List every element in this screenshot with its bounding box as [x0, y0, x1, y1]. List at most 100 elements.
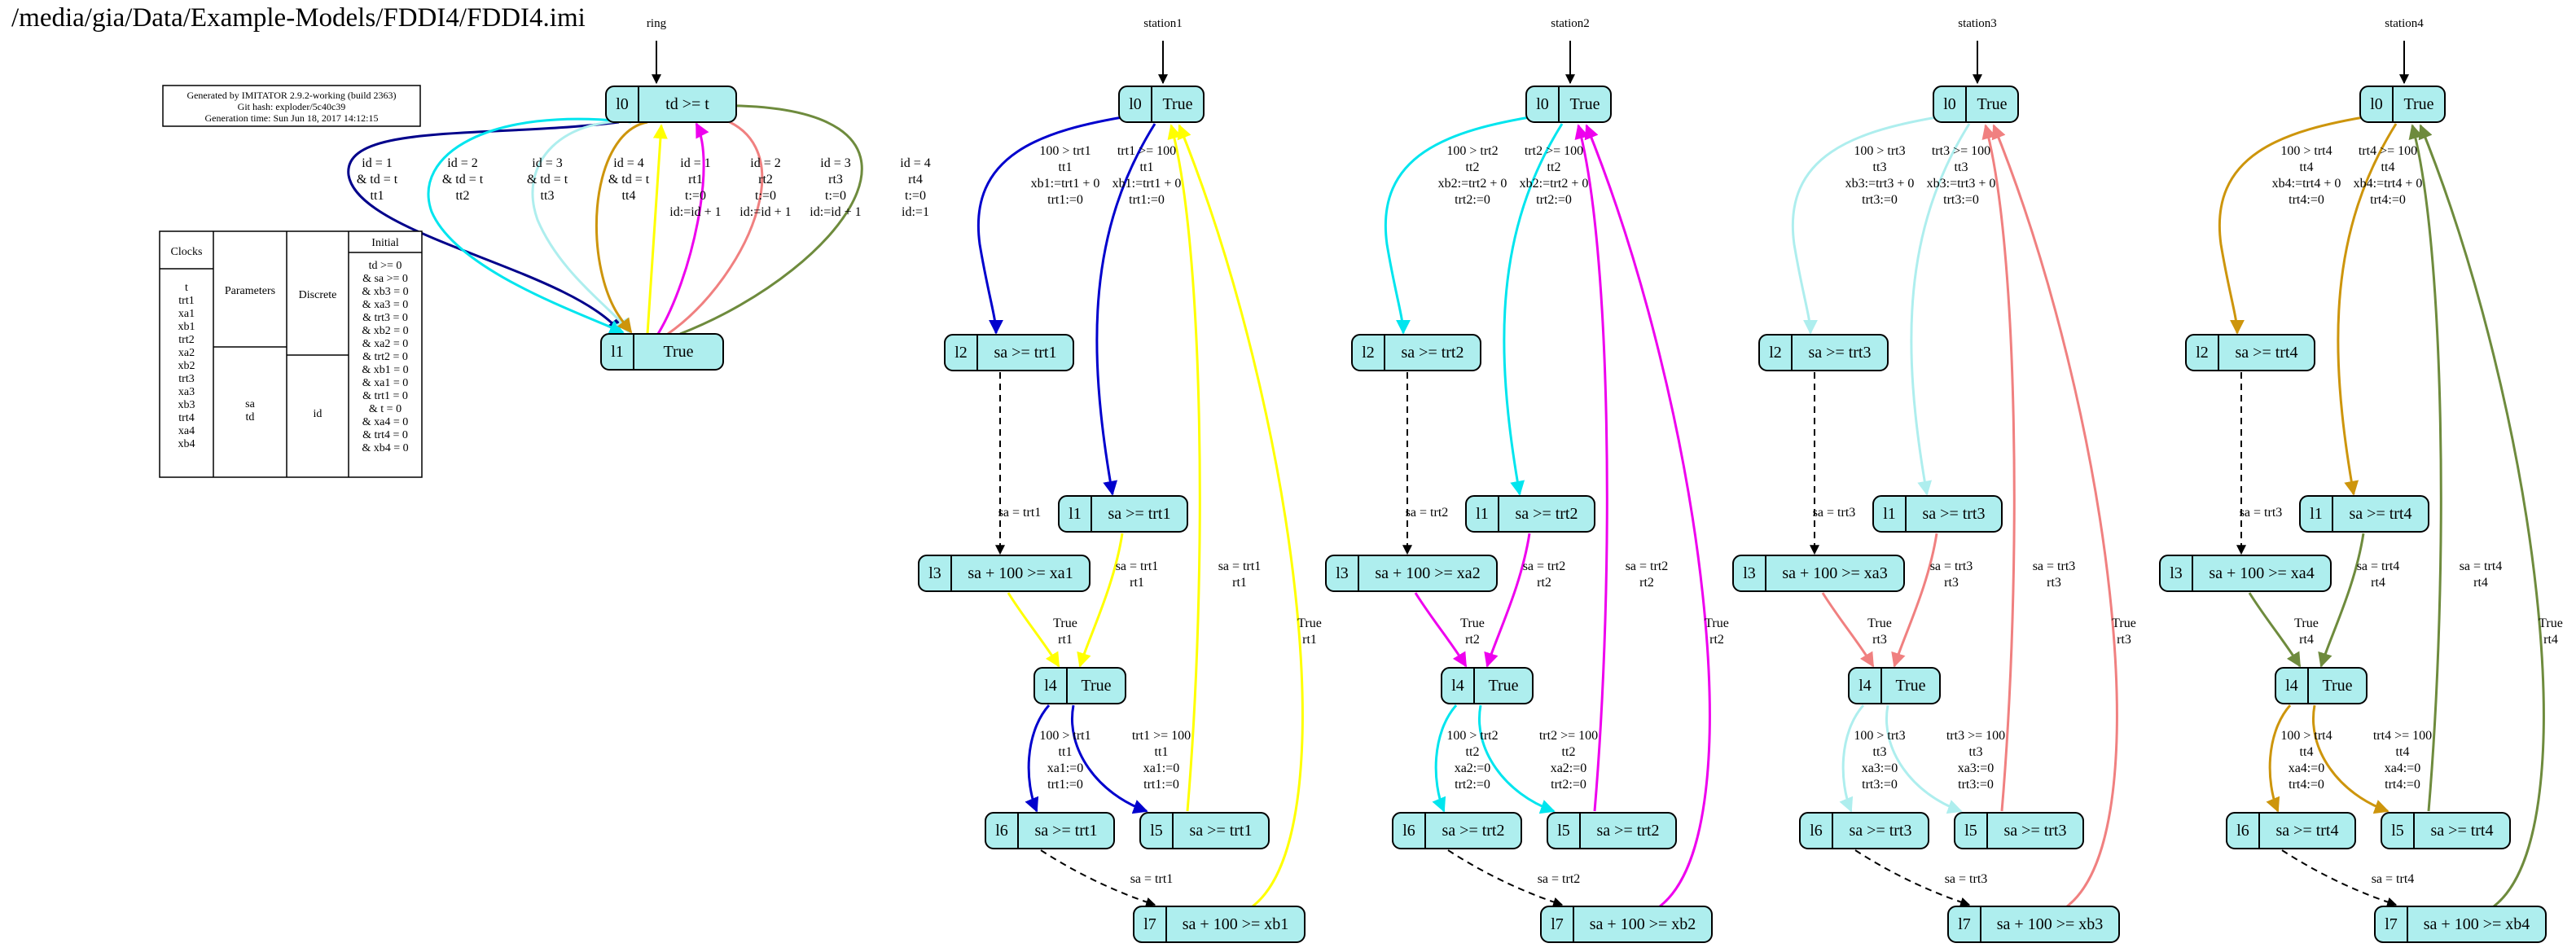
location-name: l5 [2391, 822, 2404, 840]
ring-edge-label: & td = t [357, 173, 398, 186]
edge-label: xa1:=0 [1143, 761, 1180, 775]
location-invariant: sa + 100 >= xb4 [2424, 915, 2530, 933]
ring-edge-label: id = 2 [447, 156, 477, 170]
edge-label: trt1:=0 [1047, 778, 1083, 792]
location-invariant: sa + 100 >= xa1 [968, 564, 1073, 582]
ring-edge-rt2 [656, 122, 709, 335]
initial-header: Initial [371, 237, 399, 249]
ring-edge-label: t:=0 [905, 189, 926, 203]
location-name: l3 [1336, 564, 1349, 582]
edge-label: True [2294, 616, 2319, 630]
edge-label: xa3:=0 [1862, 761, 1898, 775]
edge-l1-l4 [2318, 533, 2365, 668]
edge-label: True [1297, 616, 1322, 630]
location-l5: l5 sa >= trt4 [2381, 812, 2511, 849]
edge-l6-l7 [1854, 849, 1971, 907]
location-invariant: sa + 100 >= xb2 [1590, 915, 1696, 933]
ring-edge-label: id = 1 [362, 156, 392, 170]
clock-name: xa4 [178, 425, 195, 437]
edge-label: rt3 [2117, 633, 2131, 647]
location-name: l2 [2196, 344, 2209, 362]
location-box [1118, 86, 1205, 123]
edge-label: rt3 [1944, 576, 1959, 590]
edge-l0-l2 [2218, 114, 2374, 335]
edge-label: rt1 [1302, 633, 1317, 647]
edge-l4-l5 [1071, 704, 1148, 814]
location-box [1133, 906, 1306, 943]
edge-l0-l1 [1095, 123, 1156, 496]
info-line: Generation time: Sun Jun 18, 2017 14:12:… [205, 112, 379, 124]
location-name: l6 [2236, 822, 2249, 840]
ring-edge-label: id:=id + 1 [810, 205, 861, 219]
location-name: l6 [1810, 822, 1823, 840]
ring-edge-label: id = 1 [680, 156, 710, 170]
edge-label: sa = trt3 [1930, 559, 1973, 573]
clock-name: xb3 [178, 399, 195, 411]
edge-l7-l0 [1991, 124, 2118, 908]
edge-l4-l6 [1432, 704, 1458, 813]
edge-label: rt4 [2299, 633, 2314, 647]
location-name: l4 [2285, 677, 2298, 695]
edge-label: trt4 >= 100 [2373, 729, 2432, 743]
location-invariant: sa >= trt4 [2431, 822, 2494, 840]
location-invariant: sa >= trt1 [1035, 822, 1098, 840]
ring-edge-label: & td = t [527, 173, 568, 186]
ring-edge-label: tt2 [456, 189, 470, 203]
edge-l4-l5 [1885, 704, 1963, 814]
clock-name: trt3 [178, 373, 194, 385]
clock-name: xb2 [178, 360, 195, 372]
edge-label: trt4:=0 [2370, 193, 2406, 207]
location-box [1033, 667, 1126, 704]
clocks-header: Clocks [171, 246, 203, 258]
edge-l6-l7 [2281, 849, 2398, 907]
location-invariant: sa >= trt2 [1442, 822, 1505, 840]
edge-label: trt1:=0 [1129, 193, 1165, 207]
location-name: l1 [1883, 505, 1896, 523]
location-invariant: True [1569, 95, 1600, 113]
location-invariant: True [2403, 95, 2433, 113]
edge-l1-l4 [1077, 533, 1124, 668]
location-invariant: sa + 100 >= xa4 [2209, 564, 2314, 582]
location-name: l5 [1150, 822, 1163, 840]
location-name: l0 [1129, 95, 1142, 113]
edge-label: xb3:=trt3 + 0 [1845, 177, 1915, 191]
edge-label: 100 > trt2 [1446, 144, 1498, 158]
initial-constraint: & xb4 = 0 [362, 442, 408, 454]
location-invariant: True [663, 343, 693, 361]
location-invariant: sa >= trt1 [1108, 505, 1171, 523]
variables-table [159, 230, 423, 478]
location-invariant: True [1895, 677, 1925, 695]
location-invariant: sa + 100 >= xb1 [1183, 915, 1289, 933]
edge-label: sa = trt2 [1523, 559, 1566, 573]
location-name: l0 [1943, 95, 1956, 113]
location-invariant: True [1488, 677, 1518, 695]
edge-label: sa = trt4 [2357, 559, 2400, 573]
edge-label: tt1 [1059, 745, 1073, 759]
edge-label: True [2539, 616, 2563, 630]
location-box [600, 333, 724, 371]
location-name: l1 [2310, 505, 2323, 523]
edge-label: trt4 >= 100 [2359, 144, 2417, 158]
ring-edge-label: rt4 [908, 173, 923, 186]
location-invariant: sa >= trt3 [1923, 505, 1986, 523]
location-box [918, 555, 1091, 592]
edge-l4-l5 [1478, 704, 1556, 814]
edge-l3-l4 [2248, 592, 2302, 668]
edge-label: trt2 >= 100 [1539, 729, 1598, 743]
ring-edge-label: id:=id + 1 [669, 205, 721, 219]
info-layer: Generated by IMITATOR 2.9.2-working (bui… [159, 85, 423, 478]
location-name: l3 [2170, 564, 2183, 582]
